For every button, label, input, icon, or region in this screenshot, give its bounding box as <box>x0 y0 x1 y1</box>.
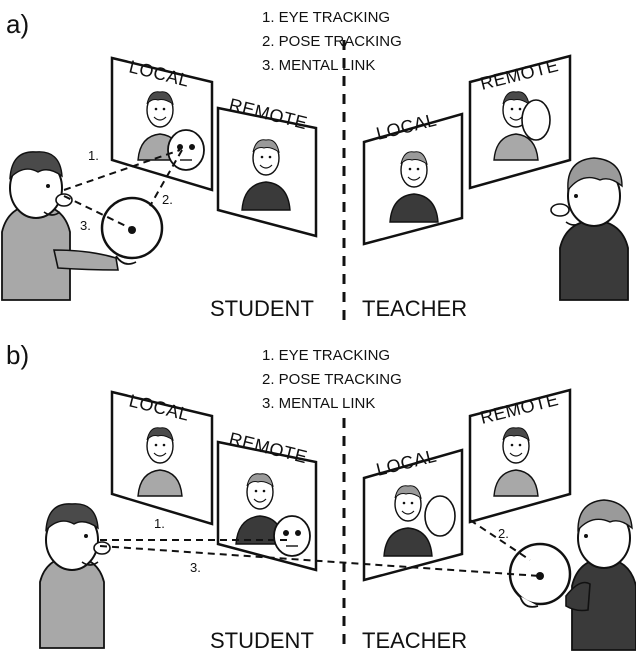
section-a-teacher-remote-model <box>521 99 551 141</box>
section-b-teacher-local-panel: LOCAL <box>362 446 464 582</box>
section-a-letter: a) <box>6 9 29 39</box>
section-b-skull-model <box>273 515 311 557</box>
section-a-link-label-1: 1. <box>88 148 99 163</box>
section-a-student-figure <box>1 151 119 301</box>
section-a-link-label-2: 2. <box>162 192 173 207</box>
section-a-teacher-local-avatar <box>389 151 439 223</box>
section-a-held-sphere <box>100 196 164 265</box>
section-a-student-label: STUDENT <box>210 296 314 321</box>
section-a-teacher-remote-panel: REMOTE <box>468 54 572 190</box>
section-b-student-label: STUDENT <box>210 628 314 653</box>
section-b-student-remote-panel: REMOTE <box>216 428 318 572</box>
section-b-letter: b) <box>6 340 29 370</box>
section-b-legend-1: 1. EYE TRACKING <box>262 347 390 364</box>
section-a-student-remote-panel: REMOTE <box>216 94 318 238</box>
section-a-student-local-panel: LOCAL <box>110 56 214 192</box>
section-a-teacher-label: TEACHER <box>362 296 467 321</box>
section-a-skull-model <box>167 129 205 171</box>
section-b-legend-2: 2. POSE TRACKING <box>262 371 402 388</box>
section-b-student-remote-avatar <box>235 473 285 545</box>
section-b-student-local-avatar <box>137 427 183 497</box>
section-a-link-label-3: 3. <box>80 218 91 233</box>
section-b-link-label-1: 1. <box>154 516 165 531</box>
section-a-teacher-figure <box>550 157 629 301</box>
section-a-teacher-local-panel: LOCAL <box>362 110 464 246</box>
section-a-link-mental <box>63 195 131 229</box>
section-b-student-local-panel: LOCAL <box>110 390 214 526</box>
section-b-link-label-3: 3. <box>190 560 201 575</box>
section-b: b) 1. EYE TRACKING 2. POSE TRACKING 3. M… <box>6 340 636 653</box>
section-a: a) 1. EYE TRACKING 2. POSE TRACKING 3. M… <box>1 9 629 321</box>
section-a-legend-2: 2. POSE TRACKING <box>262 33 402 50</box>
section-b-teacher-remote-panel: REMOTE <box>468 388 572 524</box>
section-b-teacher-remote-avatar <box>493 427 539 497</box>
section-a-legend-3: 3. MENTAL LINK <box>262 57 375 74</box>
section-a-link-eye <box>63 149 181 191</box>
section-a-link-pose <box>149 149 183 207</box>
section-b-link-label-2: 2. <box>498 526 509 541</box>
section-b-teacher-local-avatar <box>383 485 433 557</box>
section-a-student-remote-avatar <box>241 139 291 211</box>
section-b-student-figure <box>39 503 111 649</box>
section-b-teacher-local-model <box>424 495 456 537</box>
section-b-link-pose <box>469 519 531 561</box>
section-b-legend-3: 3. MENTAL LINK <box>262 395 375 412</box>
section-b-teacher-label: TEACHER <box>362 628 467 653</box>
section-a-legend-1: 1. EYE TRACKING <box>262 9 390 26</box>
section-b-teacher-figure <box>565 499 636 651</box>
section-b-link-mental <box>99 545 541 577</box>
section-b-held-sphere <box>508 542 572 608</box>
